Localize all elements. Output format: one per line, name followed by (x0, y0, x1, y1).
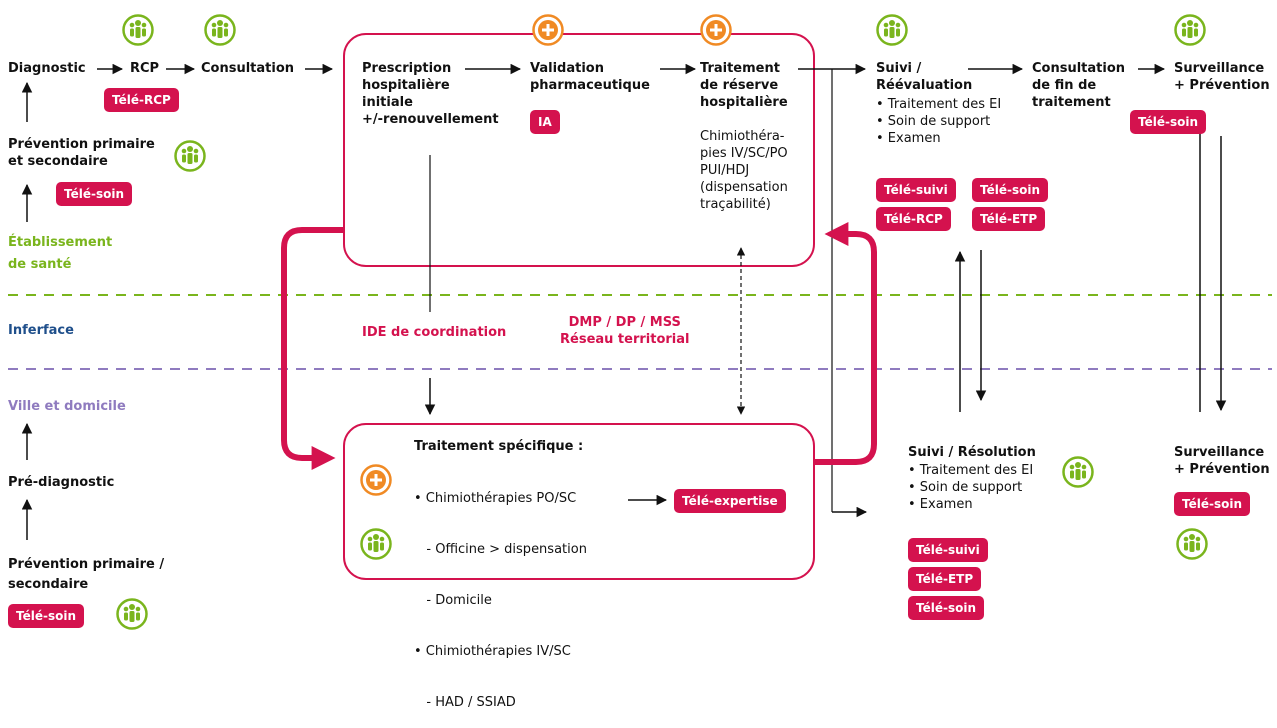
tele-soin-tag: Télé-soin (972, 178, 1049, 202)
suivi-resolution-list: • Traitement des EI • Soin de support • … (908, 462, 1033, 513)
prevention-bottom-label: Prévention primaire / secondaire (8, 557, 165, 592)
prescription-label: Prescription hospitalière initiale +/-re… (362, 61, 499, 127)
list-item: - Officine > dispensation (414, 542, 587, 557)
team-icon (1062, 456, 1094, 488)
team-icon (876, 14, 908, 46)
plus-icon (700, 14, 732, 46)
list-item: • Examen (876, 131, 941, 146)
zone-interface: Inferface (8, 323, 74, 338)
team-icon (360, 528, 392, 560)
list-item: • Chimiothérapies PO/SC (414, 491, 577, 506)
suivi-resolution-title: Suivi / Résolution (908, 445, 1036, 460)
tele-rcp-tag: Télé-RCP (104, 88, 179, 112)
validation-label: Validation pharmaceutique (530, 61, 650, 93)
list-item: • Soin de support (876, 114, 991, 129)
tele-rcp-tag: Télé-RCP (876, 207, 951, 231)
tele-suivi-tag: Télé-suivi (876, 178, 956, 202)
prevention-top-label: Prévention primaire et secondaire (8, 137, 155, 169)
surveillance-top-title: Surveillance + Prévention (1174, 61, 1270, 93)
hospital-box (343, 33, 815, 267)
specific-box (343, 423, 815, 580)
list-item: • Examen (908, 497, 973, 512)
tele-suivi-tag: Télé-suivi (908, 538, 988, 562)
team-icon (1174, 14, 1206, 46)
list-item: • Traitement des EI (908, 463, 1034, 478)
diagram-lines (8, 33, 1272, 580)
list-item: - HAD / SSIAD (414, 695, 516, 710)
traitement-specifique-list: • Chimiothérapies PO/SC - Officine > dis… (414, 456, 587, 728)
list-item: • Traitement des EI (876, 97, 1002, 112)
zone-etablissement: Établissement de santé (8, 235, 113, 272)
tele-soin-tag: Télé-soin (1174, 492, 1251, 516)
consultation-fin-label: Consultation de fin de traitement (1032, 61, 1126, 110)
tele-etp-tag: Télé-ETP (908, 567, 982, 591)
rcp-label: RCP (130, 61, 160, 76)
ia-tag: IA (530, 110, 560, 134)
tele-etp-tag: Télé-ETP (972, 207, 1046, 231)
tele-soin-tag: Télé-soin (908, 596, 985, 620)
team-icon (116, 598, 148, 630)
tele-soin-tag: Télé-soin (56, 182, 133, 206)
diagnostic-label: Diagnostic (8, 61, 86, 76)
tele-soin-tag: Télé-soin (1130, 110, 1207, 134)
dmp-reseau-label: DMP / DP / MSS Réseau territorial (560, 315, 690, 347)
traitement-specifique-title: Traitement spécifique : (414, 439, 584, 454)
ide-coordination-label: IDE de coordination (362, 325, 507, 340)
team-icon (204, 14, 236, 46)
pink-arrow-right (814, 222, 877, 465)
traitement-reserve-label: Traitement de réserve hospitalière (700, 61, 788, 110)
zone-ville: Ville et domicile (8, 399, 126, 414)
team-icon (174, 140, 206, 172)
team-icon (122, 14, 154, 46)
list-item: • Chimiothérapies IV/SC (414, 644, 571, 659)
surveillance-bottom-title: Surveillance + Prévention (1174, 445, 1270, 477)
tele-expertise-tag: Télé-expertise (674, 489, 786, 513)
list-item: - Domicile (414, 593, 492, 608)
plus-icon (532, 14, 564, 46)
suivi-reevaluation-list: • Traitement des EI • Soin de support • … (876, 96, 1001, 147)
tele-soin-tag: Télé-soin (8, 604, 85, 628)
consultation-label: Consultation (201, 61, 295, 76)
chimio-hospital-text: Chimiothéra- pies IV/SC/PO PUI/HDJ (disp… (700, 129, 788, 212)
pink-arrow-left (281, 227, 344, 470)
team-icon (1176, 528, 1208, 560)
suivi-reevaluation-title: Suivi / Réévaluation (876, 61, 973, 93)
pre-diagnostic-label: Pré-diagnostic (8, 475, 115, 490)
plus-icon (360, 464, 392, 496)
list-item: • Soin de support (908, 480, 1023, 495)
